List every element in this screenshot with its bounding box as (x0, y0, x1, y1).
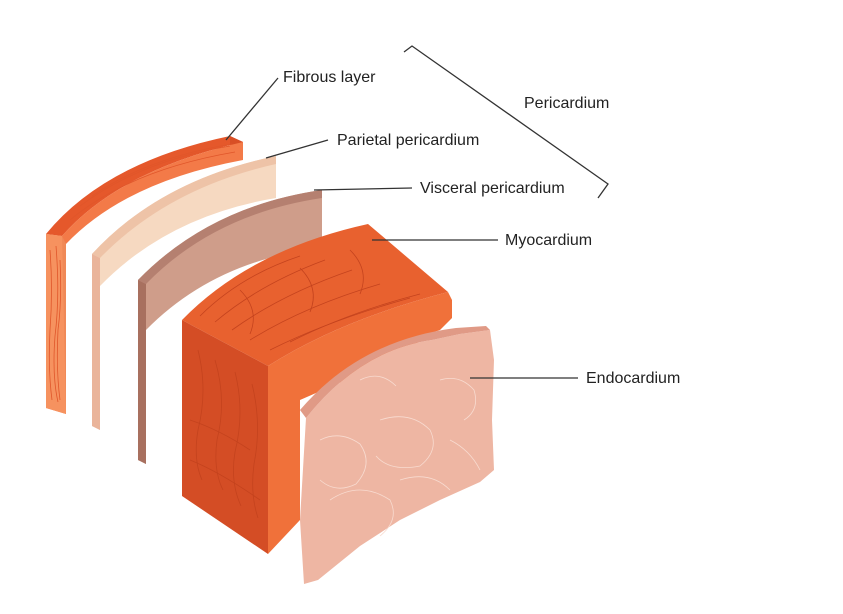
endocardium-shape (300, 326, 494, 584)
myocardium-label: Myocardium (505, 232, 592, 249)
parietal-pericardium-leader (265, 139, 329, 159)
fibrous-layer-leader (225, 77, 279, 141)
endocardium-label: Endocardium (586, 370, 680, 387)
pericardium-bracket (403, 45, 609, 199)
visceral-pericardium-shape (138, 190, 322, 464)
pericardium-label: Pericardium (524, 95, 609, 112)
parietal-pericardium-shape (92, 156, 276, 430)
leader-lines (225, 45, 609, 379)
fibrous-layer-label: Fibrous layer (283, 69, 376, 86)
fibrous-layer-shape (46, 136, 243, 414)
parietal-pericardium-label: Parietal pericardium (337, 132, 479, 149)
myocardium-block (182, 224, 452, 554)
visceral-pericardium-leader (313, 187, 413, 191)
visceral-pericardium-label: Visceral pericardium (420, 180, 565, 197)
